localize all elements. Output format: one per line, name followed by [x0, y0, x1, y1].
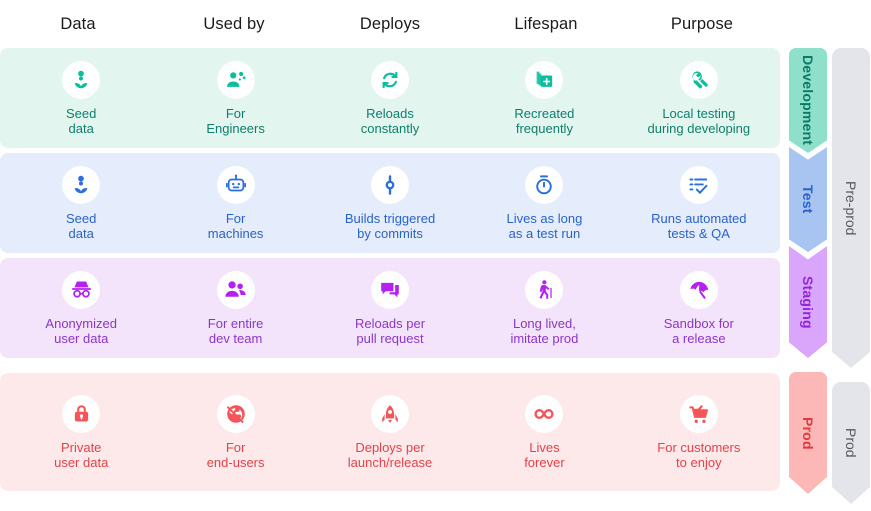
- cell-development-data: Seed data: [4, 60, 158, 136]
- infinity-icon: [525, 394, 564, 433]
- robot-icon: [216, 165, 255, 204]
- cell-prod-purpose: For customers to enjoy: [622, 394, 776, 470]
- cell-label: Seed data: [66, 105, 97, 136]
- cell-label: Reloads per pull request: [354, 315, 426, 346]
- stage-label: Development: [800, 55, 816, 146]
- globe-icon: [216, 394, 255, 433]
- cell-prod-deploys: Deploys per launch/release: [313, 394, 467, 470]
- cell-label: Lives forever: [524, 439, 565, 470]
- cell-test-purpose: Runs automated tests & QA: [622, 165, 776, 241]
- cell-staging-used-by: For entire dev team: [158, 270, 312, 346]
- commit-icon: [371, 165, 410, 204]
- umbrella-icon: [679, 270, 718, 309]
- cell-test-data: Seed data: [4, 165, 158, 241]
- people-icon: [216, 270, 255, 309]
- column-header-lifespan: Lifespan: [514, 14, 578, 33]
- row-staging: Anonymized user data For entire dev team: [0, 258, 780, 358]
- column-header-used-by: Used by: [203, 14, 265, 33]
- row-prod: Private user data For end-users: [0, 373, 780, 491]
- incognito-icon: [62, 270, 101, 309]
- row-development: Seed data For Engineers: [0, 48, 780, 148]
- cell-label: Runs automated tests & QA: [651, 210, 747, 241]
- stage-banner-prod: Prod: [789, 372, 827, 494]
- stage-label: Staging: [800, 275, 816, 329]
- recreate-icon: [525, 60, 564, 99]
- cell-label: For end-users: [206, 439, 265, 470]
- matrix-body: Seed data For Engineers: [0, 48, 780, 496]
- cell-prod-lifespan: Lives forever: [467, 394, 621, 470]
- cell-label: Seed data: [66, 210, 97, 241]
- cell-development-deploys: Reloads constantly: [313, 60, 467, 136]
- stage-banner-staging: Staging: [789, 246, 827, 358]
- lock-icon: [62, 394, 101, 433]
- cell-label: Private user data: [54, 439, 109, 470]
- stopwatch-icon: [525, 165, 564, 204]
- group-column: Pre-prod Prod: [832, 48, 870, 504]
- cell-label: Long lived, imitate prod: [510, 315, 579, 346]
- elderly-icon: [525, 270, 564, 309]
- column-header-data: Data: [60, 14, 96, 33]
- cell-label: Sandbox for a release: [663, 315, 734, 346]
- cell-label: Builds triggered by commits: [344, 210, 436, 241]
- stage-banner-column: Development Test Staging Prod: [789, 48, 827, 494]
- cell-test-deploys: Builds triggered by commits: [313, 165, 467, 241]
- cell-development-purpose: Local testing during developing: [622, 60, 776, 136]
- cell-test-used-by: For machines: [158, 165, 312, 241]
- cell-development-lifespan: Recreated frequently: [467, 60, 621, 136]
- cell-label: Recreated frequently: [514, 105, 575, 136]
- cell-label: For Engineers: [206, 105, 265, 136]
- row-test: Seed data For machines: [0, 153, 780, 253]
- cart-icon: [679, 394, 718, 433]
- column-header-purpose: Purpose: [670, 14, 734, 33]
- cell-staging-lifespan: Long lived, imitate prod: [467, 270, 621, 346]
- cell-staging-deploys: Reloads per pull request: [313, 270, 467, 346]
- cell-label: Reloads constantly: [360, 105, 420, 136]
- wrench-icon: [679, 60, 718, 99]
- stage-label: Prod: [800, 416, 816, 450]
- checklist-icon: [679, 165, 718, 204]
- comment-icon: [371, 270, 410, 309]
- group-label: Pre-prod: [843, 180, 859, 236]
- stage-label: Test: [800, 185, 816, 214]
- column-header-deploys: Deploys: [359, 14, 421, 33]
- column-header-row: Data Used by Deploys Lifespan Purpose: [0, 0, 780, 48]
- cell-label: For machines: [207, 210, 264, 241]
- cell-test-lifespan: Lives as long as a test run: [467, 165, 621, 241]
- reload-icon: [371, 60, 410, 99]
- cell-label: For entire dev team: [207, 315, 264, 346]
- group-banner-prod: Prod: [832, 382, 870, 504]
- cell-label: Local testing during developing: [647, 105, 751, 136]
- cell-staging-data: Anonymized user data: [4, 270, 158, 346]
- engineer-icon: [216, 60, 255, 99]
- cell-staging-purpose: Sandbox for a release: [622, 270, 776, 346]
- seed-icon: [62, 165, 101, 204]
- cell-prod-used-by: For end-users: [158, 394, 312, 470]
- cell-label: Anonymized user data: [45, 315, 117, 346]
- rocket-icon: [371, 394, 410, 433]
- cell-label: For customers to enjoy: [657, 439, 741, 470]
- seed-icon: [62, 60, 101, 99]
- cell-development-used-by: For Engineers: [158, 60, 312, 136]
- stage-banner-test: Test: [789, 147, 827, 252]
- group-label: Prod: [843, 428, 859, 458]
- cell-label: Deploys per launch/release: [347, 439, 433, 470]
- cell-prod-data: Private user data: [4, 394, 158, 470]
- stage-banner-development: Development: [789, 48, 827, 153]
- group-banner-pre-prod: Pre-prod: [832, 48, 870, 368]
- cell-label: Lives as long as a test run: [506, 210, 583, 241]
